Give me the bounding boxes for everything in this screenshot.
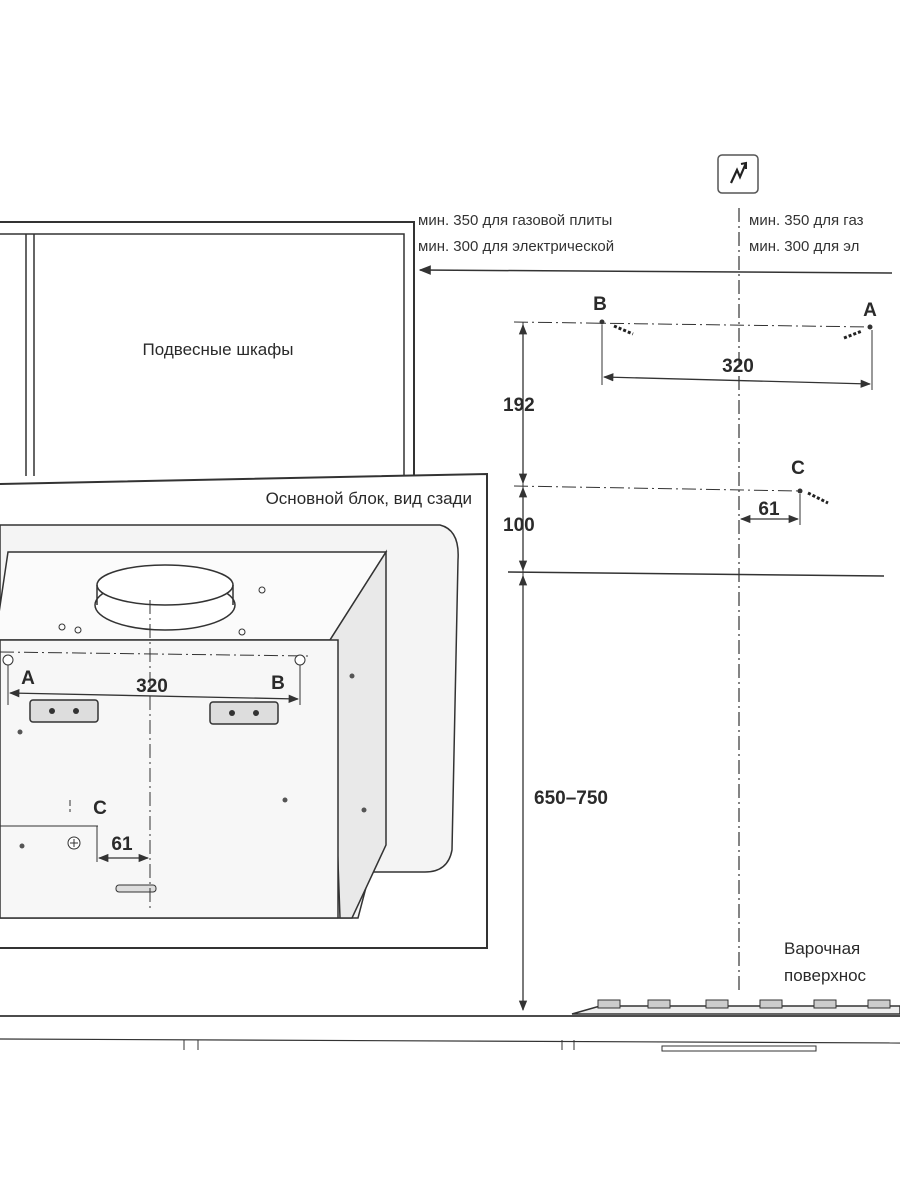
cabinets-label: Подвесные шкафы [143,340,294,359]
rear-view-panel: Основной блок, вид сзади [0,472,488,949]
point-a-hole [867,324,873,330]
hob-label-line1: Варочная [784,939,860,958]
hob-label-line2: поверхнос [784,966,867,985]
point-c-label: C [791,458,805,479]
screw-icon [807,491,829,505]
dim-192-label: 192 [503,395,535,416]
dim-650-750-label: 650–750 [534,788,608,809]
screw-icon [613,324,634,336]
screw-icon [843,329,863,340]
mounting-bracket-left [29,699,99,723]
countertop [0,1015,900,1052]
dim-100-label: 100 [503,515,535,536]
hood-rear-illustration [0,524,459,919]
point-a-label: A [863,300,877,321]
note-gas-right: мин. 350 для газ [749,212,864,229]
hob-illustration [571,999,900,1015]
dim-61-right-label: 61 [758,499,780,520]
rear-point-c-label: C [93,798,107,819]
point-c-hole [797,488,803,494]
note-electric-right: мин. 300 для эл [749,238,859,255]
clearance-arrow-line [418,265,893,275]
wall-cabinets: Подвесные шкафы [0,221,415,476]
dim-320-rear-line [8,689,300,703]
point-b-hole [599,319,605,325]
rear-point-b-label: B [271,673,285,694]
mounting-bracket-right [209,701,279,725]
dim-61-rear-label: 61 [111,834,133,855]
dim-320-top-label: 320 [722,356,754,377]
point-b-label: B [593,294,607,315]
ab-axis-line [513,321,873,328]
hood-bottom-edge [507,571,885,577]
rear-point-b-hole [294,654,306,666]
rear-view-title: Основной блок, вид сзади [266,489,472,508]
rear-point-a-hole [2,654,14,666]
note-electric-left: мин. 300 для электрической [418,238,614,255]
electric-warning-icon [717,154,759,194]
dim-320-rear-label: 320 [136,676,168,697]
rear-point-a-label: A [21,668,35,689]
note-gas-left: мин. 350 для газовой плиты [418,212,612,229]
dim-320-top-line [602,373,872,388]
